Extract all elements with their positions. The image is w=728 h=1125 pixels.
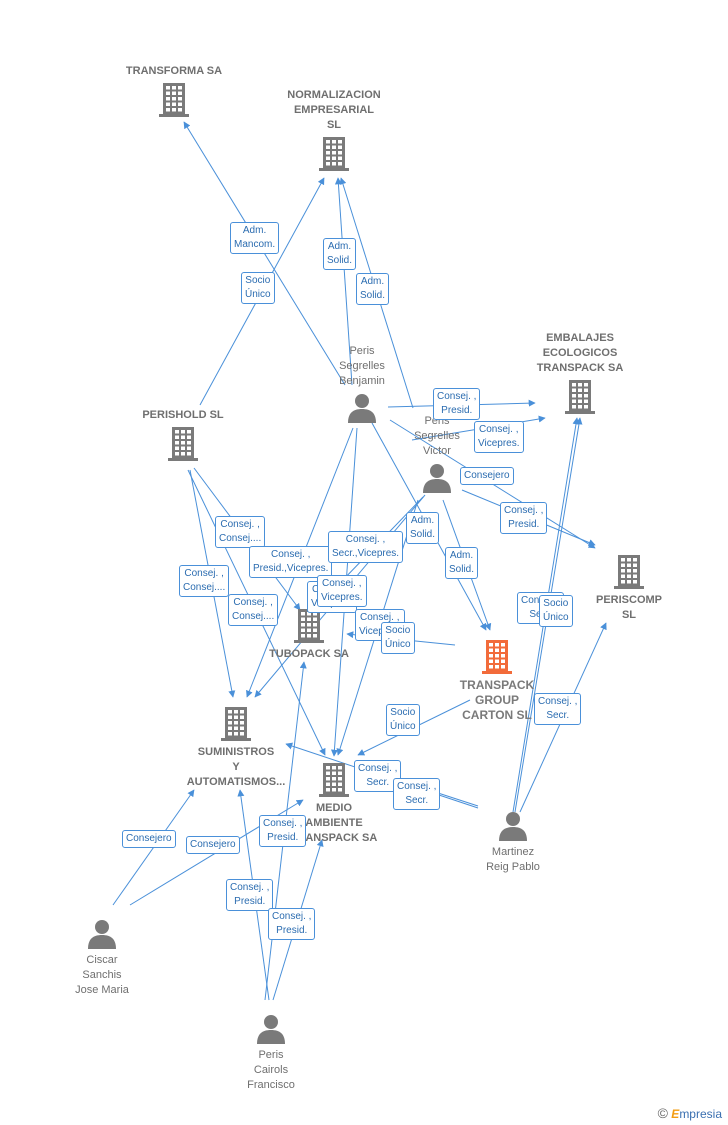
- node-label: PERISHOLD SL: [142, 409, 224, 421]
- node-victor[interactable]: Peris Segrelles Victor: [372, 414, 502, 493]
- role-tag-victor-embalajes: Consej. , Vicepres.: [474, 421, 524, 453]
- building-icon: [269, 763, 399, 797]
- person-icon: [37, 919, 167, 949]
- node-normalizacion[interactable]: NORMALIZACION EMPRESARIAL SL: [269, 88, 399, 171]
- node-perishold[interactable]: PERISHOLD SL: [118, 408, 248, 461]
- role-tag-benjamin-transpack: Adm. Solid.: [406, 512, 440, 544]
- building-icon: [269, 137, 399, 171]
- edge-benjamin-normalizacion: [334, 177, 353, 386]
- role-tag-benjamin-suministros: Consej. , Secr.,Vicepres.: [328, 531, 404, 563]
- building-icon: [564, 555, 694, 589]
- building-icon: [432, 640, 562, 674]
- role-tag-transpack-medio: Socio Único: [386, 704, 420, 736]
- node-martinez[interactable]: Martinez Reig Pablo: [448, 811, 578, 875]
- node-ciscar[interactable]: Ciscar Sanchis Jose Maria: [37, 919, 167, 998]
- role-tag-francisco-suministros: Consej. , Presid.: [226, 879, 274, 911]
- role-tag-benjamin-periscomp: Consej. , Presid.: [500, 502, 548, 534]
- node-francisco[interactable]: Peris Cairols Francisco: [206, 1014, 336, 1093]
- role-tag-francisco-medio: Consej. , Presid.: [268, 908, 316, 940]
- node-benjamin[interactable]: Peris Segrelles Benjamin: [297, 344, 427, 423]
- role-tag-perishold-suministros: Consej. , Consej....: [179, 565, 230, 597]
- person-icon: [206, 1014, 336, 1044]
- building-icon: [244, 609, 374, 643]
- node-label: Martinez Reig Pablo: [486, 846, 540, 873]
- role-tag-perishold-tubopack: Consej. , Consej....: [215, 516, 266, 548]
- person-icon: [448, 811, 578, 841]
- node-label: MEDIO AMBIENTE TRANSPACK SA: [290, 802, 378, 844]
- node-embalajes[interactable]: EMBALAJES ECOLOGICOS TRANSPACK SA: [515, 331, 645, 414]
- person-icon: [297, 393, 427, 423]
- person-icon: [372, 463, 502, 493]
- role-tag-martinez-embalajes: Socio Único: [539, 595, 573, 627]
- node-label: TRANSFORMA SA: [125, 65, 223, 77]
- role-tag-martinez-medio: Consej. , Secr.: [393, 778, 441, 810]
- role-tag-victor-suministros: Consej. , Vicepres.: [317, 575, 367, 607]
- node-label: Peris Segrelles Benjamin: [339, 345, 385, 387]
- role-tag-francisco-tubopack: Consej. , Presid.: [259, 815, 307, 847]
- role-tag-benjamin-tubopack: Consej. , Presid.,Vicepres.: [249, 546, 333, 578]
- node-tubopack[interactable]: TUBOPACK SA: [244, 609, 374, 662]
- node-label: SUMINISTROS Y AUTOMATISMOS...: [186, 746, 286, 788]
- node-suministros[interactable]: SUMINISTROS Y AUTOMATISMOS...: [171, 707, 301, 790]
- empresia-logo: © Empresia: [657, 1105, 722, 1121]
- role-tag-ciscar-suministros: Consejero: [122, 830, 176, 848]
- role-tag-ciscar-medio: Consejero: [186, 836, 240, 854]
- building-icon: [118, 427, 248, 461]
- building-icon: [109, 83, 239, 117]
- node-label: TRANSPACK GROUP CARTON SL: [459, 678, 535, 722]
- node-transforma[interactable]: TRANSFORMA SA: [109, 64, 239, 117]
- role-tag-perishold-medio: Consej. , Consej....: [228, 594, 279, 626]
- role-tag-benjamin-normalizacion: Adm. Solid.: [323, 238, 357, 270]
- role-tag-martinez-periscomp: Consej. , Secr.: [534, 693, 582, 725]
- node-transpack[interactable]: TRANSPACK GROUP CARTON SL: [432, 640, 562, 723]
- role-tag-benjamin-transforma: Adm. Mancom.: [230, 222, 280, 254]
- role-tag-victor-transpack: Adm. Solid.: [445, 547, 479, 579]
- node-label: Peris Cairols Francisco: [247, 1049, 295, 1091]
- role-tag-victor-normalizacion: Adm. Solid.: [356, 273, 390, 305]
- node-label: NORMALIZACION EMPRESARIAL SL: [287, 89, 381, 131]
- node-label: EMBALAJES ECOLOGICOS TRANSPACK SA: [536, 332, 624, 374]
- node-label: PERISCOMP SL: [595, 594, 662, 621]
- role-tag-benjamin-embalajes: Consej. , Presid.: [433, 388, 481, 420]
- node-periscomp[interactable]: PERISCOMP SL: [564, 555, 694, 623]
- role-tag-perishold-normalizacion: Socio Único: [241, 272, 275, 304]
- node-medio[interactable]: MEDIO AMBIENTE TRANSPACK SA: [269, 763, 399, 846]
- building-icon: [171, 707, 301, 741]
- role-tag-victor-periscomp: Consejero: [460, 467, 514, 485]
- building-icon: [515, 380, 645, 414]
- node-label: TUBOPACK SA: [269, 648, 349, 660]
- node-label: Ciscar Sanchis Jose Maria: [75, 954, 129, 996]
- role-tag-transpack-tubopack: Socio Único: [381, 622, 415, 654]
